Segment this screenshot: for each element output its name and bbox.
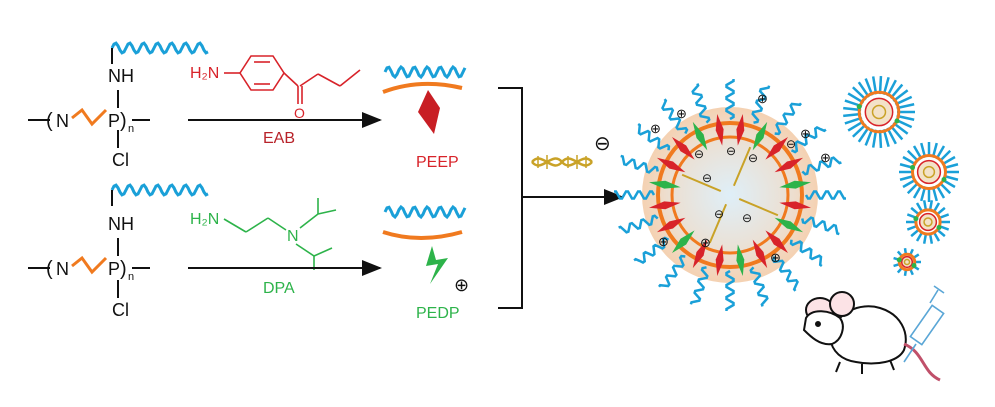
pedp-charge: ⊕ <box>454 275 469 295</box>
charge-plus: ⊕ <box>700 235 711 250</box>
repeat-subscript: n <box>128 123 134 135</box>
nitrogen-label-bottom: N <box>56 259 69 279</box>
syringe-icon <box>903 285 945 363</box>
peg-chain <box>801 156 842 176</box>
peg-chain <box>789 239 823 267</box>
phosphorus-label-bottom: P <box>108 259 120 279</box>
charge-minus: ⊖ <box>748 151 758 165</box>
dpa-nitrogen-label: N <box>287 228 299 245</box>
side-group-marker <box>692 239 708 269</box>
charge-minus: ⊖ <box>726 144 736 158</box>
charge-plus: ⊕ <box>770 250 781 265</box>
side-group-marker <box>649 180 681 189</box>
dpa-reagent-structure: H₂N N <box>190 198 337 270</box>
nitrogen-label: N <box>56 111 69 131</box>
dna-strand <box>681 173 722 193</box>
bottom-polymer-structure: NH ( N P ) n Cl <box>28 183 209 320</box>
peg-chain <box>637 123 671 151</box>
dna-charge: ⊖ <box>594 133 611 155</box>
dpa-arrow-label: DPA <box>263 280 295 297</box>
side-group-marker <box>779 201 811 210</box>
dna-strand <box>708 203 728 244</box>
side-group-marker <box>656 217 686 233</box>
charge-plus: ⊕ <box>800 126 811 141</box>
side-group-marker <box>715 244 724 276</box>
peg-chain <box>689 266 709 305</box>
peg-chain <box>725 269 735 311</box>
charge-minus: ⊖ <box>694 147 704 161</box>
nh-label-bottom: NH <box>108 214 134 234</box>
charge-plus: ⊕ <box>757 91 768 106</box>
side-group-marker <box>765 137 788 160</box>
peep-label: PEEP <box>416 154 459 171</box>
chlorine-label: Cl <box>112 150 129 170</box>
side-group-marker <box>752 121 768 151</box>
peg-chain <box>774 102 802 136</box>
peg-chain <box>790 126 827 154</box>
pedp-label: PEDP <box>416 305 460 322</box>
mouse-icon <box>802 291 941 382</box>
small-nanoparticles <box>843 75 959 277</box>
chlorine-label-bottom: Cl <box>112 300 129 320</box>
side-group-marker <box>672 230 695 253</box>
peg-chain <box>725 79 735 121</box>
svg-text:(: ( <box>46 110 53 132</box>
peg-chain <box>771 255 799 292</box>
peg-chain <box>618 214 659 234</box>
peg-chain <box>751 85 771 124</box>
peg-chain <box>620 154 659 174</box>
svg-text:): ) <box>120 258 127 280</box>
side-group-marker <box>736 244 745 276</box>
side-group-marker <box>774 217 804 233</box>
charge-minus: ⊖ <box>702 171 712 185</box>
charge-plus: ⊕ <box>820 150 831 165</box>
charge-plus: ⊕ <box>676 106 687 121</box>
peg-chain <box>614 190 656 200</box>
svg-text:): ) <box>120 110 127 132</box>
nh-label: NH <box>108 66 134 86</box>
charge-plus: ⊕ <box>658 234 669 249</box>
charge-plus: ⊕ <box>650 121 661 136</box>
side-group-marker <box>656 157 686 173</box>
side-group-marker <box>736 114 745 146</box>
combining-bracket <box>498 87 523 309</box>
peg-chain <box>661 98 689 135</box>
eab-amine-label: H₂N <box>190 65 219 82</box>
side-group-marker <box>672 137 695 160</box>
charge-minus: ⊖ <box>786 137 796 151</box>
pedp-product: ⊕ PEDP <box>382 204 469 322</box>
nanoparticle-icon: ⊕⊕⊕⊕⊕⊕⊕⊕⊖⊖⊖⊖⊖⊖⊖ <box>614 79 846 311</box>
peg-chain <box>658 254 686 288</box>
side-group-marker <box>692 121 708 151</box>
dna-strand <box>732 146 752 187</box>
peg-chain <box>801 216 840 236</box>
side-group-marker <box>765 230 788 253</box>
repeat-subscript-bottom: n <box>128 271 134 283</box>
side-group-marker <box>779 180 811 189</box>
peg-chain-icon <box>110 41 209 55</box>
phosphorus-label: P <box>108 111 120 131</box>
side-group-marker <box>752 239 768 269</box>
eab-oxygen-label: O <box>294 105 305 121</box>
dna-helix-icon <box>531 155 593 169</box>
charge-minus: ⊖ <box>714 207 724 221</box>
dna-strand <box>738 197 779 217</box>
dpa-amine-label: H₂N <box>190 211 219 228</box>
svg-text:(: ( <box>46 258 53 280</box>
peg-chain <box>691 83 711 124</box>
side-group-marker <box>715 114 724 146</box>
peg-chain <box>633 236 670 264</box>
side-group-marker <box>774 157 804 173</box>
charge-minus: ⊖ <box>742 211 752 225</box>
peg-chain <box>804 190 846 200</box>
eab-reagent-structure: H₂N O <box>190 55 361 121</box>
peg-chain <box>749 266 769 307</box>
side-group-marker <box>649 201 681 210</box>
top-polymer-structure: NH ( N P ) n Cl <box>28 41 209 170</box>
eab-arrow-label: EAB <box>263 130 295 147</box>
peep-product: PEEP <box>382 64 467 171</box>
